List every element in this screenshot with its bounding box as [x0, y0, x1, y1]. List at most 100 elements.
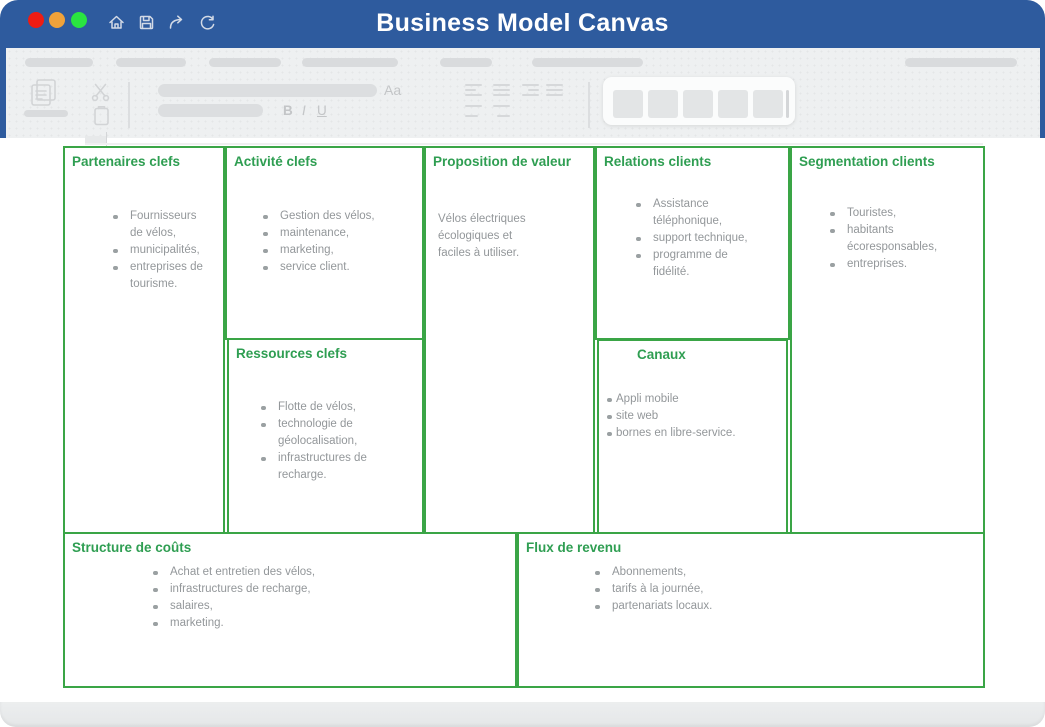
bmc-cell-customer-segments[interactable]: Segmentation clients Touristes, habitant… — [790, 146, 985, 534]
home-icon[interactable] — [107, 13, 126, 32]
cell-list: Assistance téléphonique, support techniq… — [633, 196, 753, 281]
close-window-button[interactable] — [28, 12, 44, 28]
bmc-cell-key-partners[interactable]: Partenaires clefs Fournisseurs de vélos,… — [63, 146, 225, 534]
document-area: Partenaires clefs Fournisseurs de vélos,… — [0, 132, 1045, 702]
list-item: service client. — [260, 259, 392, 276]
list-item: programme de fidélité. — [633, 247, 753, 281]
cell-list: Fournisseurs de vélos, municipalités, en… — [110, 208, 212, 293]
ribbon-tab-pill[interactable] — [25, 58, 93, 67]
align-right-icon[interactable] — [522, 84, 539, 96]
window-footer — [0, 702, 1045, 727]
cell-text: Vélos électriques écologiques et faciles… — [438, 213, 526, 259]
cell-title: Relations clients — [604, 154, 712, 169]
align-center-icon[interactable] — [493, 84, 510, 96]
ribbon-tab-pill[interactable] — [905, 58, 1017, 67]
clipboard-icon[interactable] — [92, 105, 111, 132]
cell-title: Partenaires clefs — [72, 154, 181, 169]
style-swatch[interactable] — [718, 90, 748, 118]
font-size-label[interactable]: Aa — [384, 82, 402, 98]
font-style-field[interactable] — [158, 104, 263, 117]
bmc-cell-customer-relationships[interactable]: Relations clients Assistance téléphoniqu… — [595, 146, 790, 340]
list-item: site web — [607, 408, 787, 425]
page-title: Business Model Canvas — [376, 9, 669, 37]
cell-list: Abonnements, tarifs à la journée, parten… — [592, 564, 932, 615]
cell-title: Canaux — [637, 347, 686, 362]
list-item: marketing, — [260, 242, 392, 259]
list-item: infrastructures de recharge. — [258, 450, 390, 484]
list-item: habitants écoresponsables, — [827, 222, 955, 256]
save-icon[interactable] — [137, 13, 156, 32]
list-item: bornes en libre-service. — [607, 425, 787, 442]
cell-list: Flotte de vélos, technologie de géolocal… — [258, 399, 390, 484]
list-item: Touristes, — [827, 205, 955, 222]
maximize-window-button[interactable] — [71, 12, 87, 28]
page-skeleton-cursor — [106, 132, 107, 146]
style-gallery-scrollbar[interactable] — [786, 90, 789, 118]
cut-icon[interactable] — [90, 82, 112, 107]
list-item: technologie de géolocalisation, — [258, 416, 390, 450]
align-left-icon[interactable] — [465, 84, 482, 96]
indent-increase-icon[interactable] — [465, 105, 482, 117]
bmc-cell-channels[interactable]: Canaux Appli mobile site web bornes en l… — [597, 339, 788, 534]
list-item: Achat et entretien des vélos, — [150, 564, 480, 581]
italic-button[interactable]: I — [302, 103, 306, 118]
ribbon-tab-pill[interactable] — [116, 58, 186, 67]
toolbar-divider — [128, 82, 130, 128]
list-item: Assistance téléphonique, — [633, 196, 753, 230]
list-item: Fournisseurs de vélos, — [110, 208, 212, 242]
list-item: maintenance, — [260, 225, 392, 242]
cell-title: Structure de coûts — [72, 540, 192, 555]
style-gallery — [603, 77, 795, 125]
toolbar-divider — [588, 82, 590, 128]
bmc-cell-revenue-streams[interactable]: Flux de revenu Abonnements, tarifs à la … — [517, 532, 985, 688]
list-item: tarifs à la journée, — [592, 581, 932, 598]
list-item: partenariats locaux. — [592, 598, 932, 615]
style-swatch[interactable] — [648, 90, 678, 118]
indent-decrease-icon[interactable] — [493, 105, 510, 117]
ribbon-tab-pill[interactable] — [440, 58, 492, 67]
cell-title: Ressources clefs — [236, 346, 348, 361]
cell-title: Flux de revenu — [526, 540, 622, 555]
list-item: entreprises. — [827, 256, 955, 273]
list-item: Gestion des vélos, — [260, 208, 392, 225]
underline-button[interactable]: U — [317, 103, 327, 118]
ribbon-tab-pill[interactable] — [209, 58, 281, 67]
paste-icon[interactable] — [27, 76, 63, 115]
paste-label-skeleton — [24, 110, 68, 117]
bold-button[interactable]: B — [283, 103, 293, 118]
list-item: infrastructures de recharge, — [150, 581, 480, 598]
bmc-cell-cost-structure[interactable]: Structure de coûts Achat et entretien de… — [63, 532, 517, 688]
cell-title: Segmentation clients — [799, 154, 935, 169]
cell-title: Proposition de valeur — [433, 154, 572, 169]
minimize-window-button[interactable] — [49, 12, 65, 28]
list-item: Flotte de vélos, — [258, 399, 390, 416]
list-item: Abonnements, — [592, 564, 932, 581]
bmc-cell-key-resources[interactable]: Ressources clefs Flotte de vélos, techno… — [227, 338, 424, 534]
list-item: support technique, — [633, 230, 753, 247]
list-item: entreprises de tourisme. — [110, 259, 212, 293]
style-swatch[interactable] — [753, 90, 783, 118]
cell-list: Appli mobile site web bornes en libre-se… — [607, 391, 787, 442]
page-skeleton-tab — [85, 136, 107, 145]
ribbon-tab-pill[interactable] — [302, 58, 398, 67]
refresh-icon[interactable] — [198, 13, 217, 32]
list-item: marketing. — [150, 615, 480, 632]
cell-title: Activité clefs — [234, 154, 318, 169]
bmc-cell-key-activities[interactable]: Activité clefs Gestion des vélos, mainte… — [225, 146, 424, 340]
cell-list: Touristes, habitants écoresponsables, en… — [827, 205, 955, 273]
cell-list: Gestion des vélos, maintenance, marketin… — [260, 208, 392, 276]
bmc-cell-value-proposition[interactable]: Proposition de valeur Vélos électriques … — [424, 146, 595, 534]
share-icon[interactable] — [167, 13, 186, 32]
font-name-field[interactable] — [158, 84, 377, 97]
list-item: Appli mobile — [607, 391, 787, 408]
style-swatch[interactable] — [613, 90, 643, 118]
justify-icon[interactable] — [546, 84, 563, 96]
ribbon-tab-pill[interactable] — [532, 58, 643, 67]
list-item: salaires, — [150, 598, 480, 615]
cell-list: Achat et entretien des vélos, infrastruc… — [150, 564, 480, 632]
ribbon-toolbar: Aa B I U — [0, 48, 1045, 138]
style-swatch[interactable] — [683, 90, 713, 118]
page-skeleton-line — [85, 143, 983, 145]
title-bar: Business Model Canvas — [0, 0, 1045, 48]
